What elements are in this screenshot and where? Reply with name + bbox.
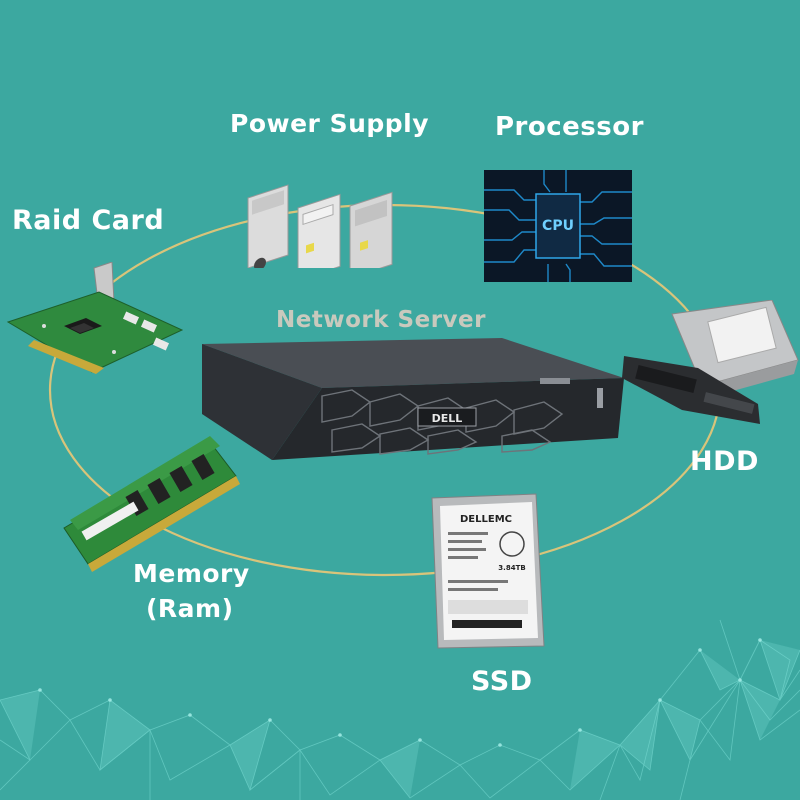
hdd-label: HDD xyxy=(690,446,759,477)
network-server-label: Network Server xyxy=(276,307,486,333)
network-server-image: DELL xyxy=(202,338,624,460)
raid-card-image xyxy=(6,262,184,374)
power-supply-label: Power Supply xyxy=(230,109,430,138)
cpu-chip-label: CPU xyxy=(542,218,574,234)
ssd-capacity-text: 3.84TB xyxy=(498,564,525,572)
ssd-brand-logo: DELLEMC xyxy=(460,514,512,525)
processor-image: CPU xyxy=(484,170,632,282)
raid-card-label: Raid Card xyxy=(12,205,165,236)
memory-image xyxy=(63,436,240,572)
hdd-image xyxy=(622,300,799,424)
power-supply-image xyxy=(247,184,393,268)
memory-ram-label: (Ram) xyxy=(146,594,234,623)
memory-label: Memory xyxy=(133,559,250,588)
processor-label: Processor xyxy=(495,112,644,142)
ssd-label: SSD xyxy=(471,666,533,697)
ssd-image: DELLEMC 3.84TB xyxy=(431,493,545,649)
server-brand-logo: DELL xyxy=(432,412,463,425)
